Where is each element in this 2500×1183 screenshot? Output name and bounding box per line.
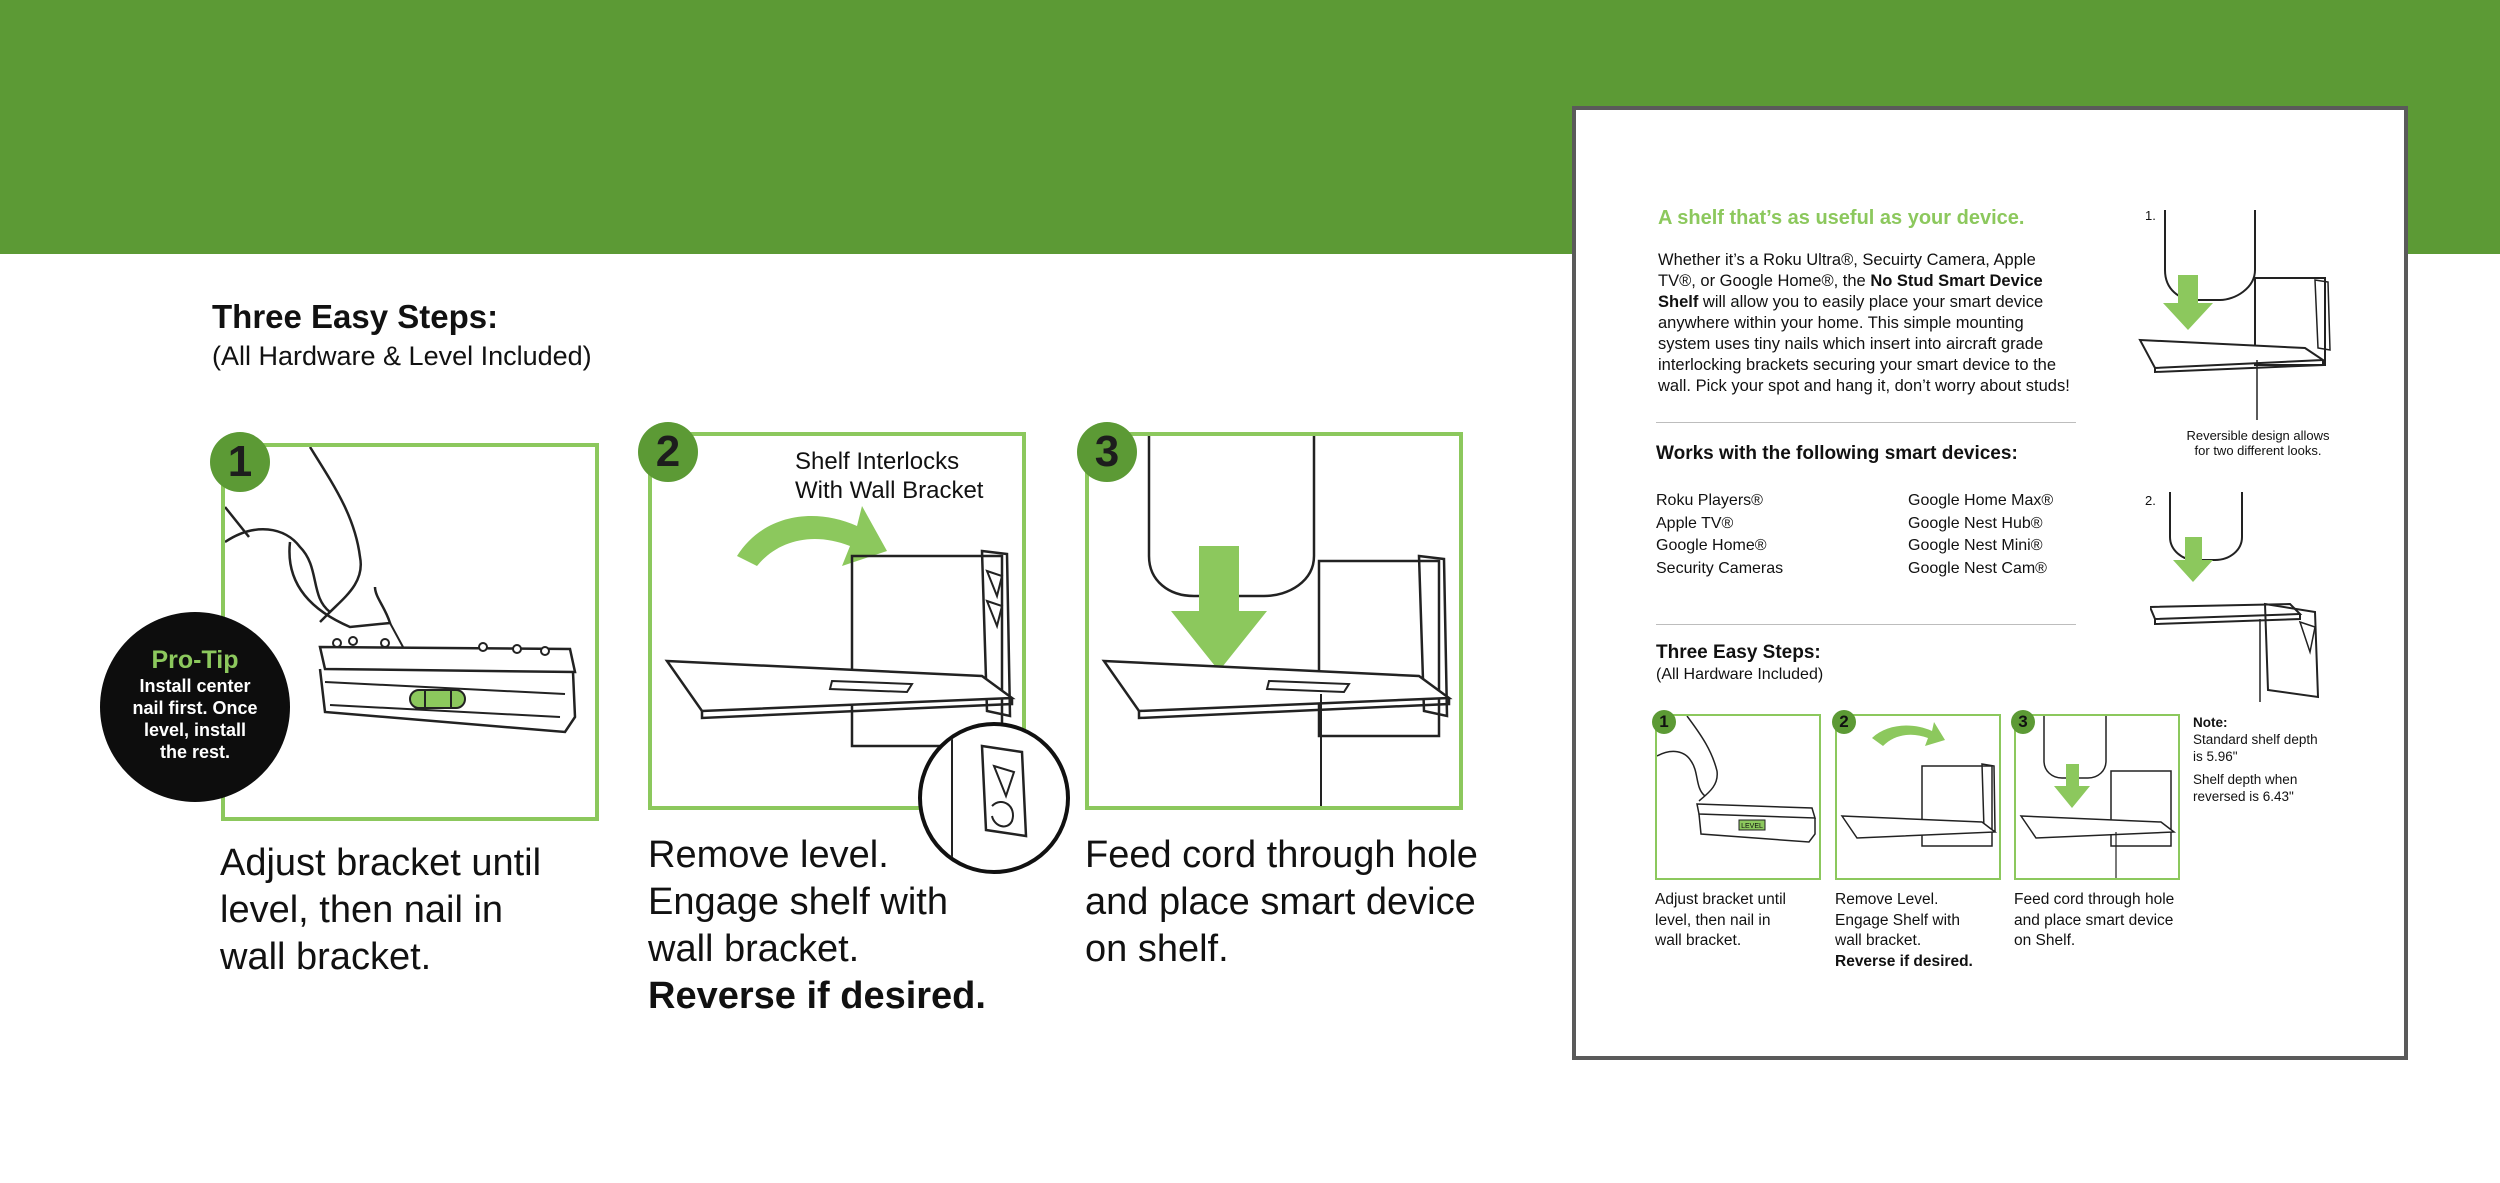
product-flyer-card	[1572, 106, 2408, 1060]
hammer-bracket-illustration	[224, 446, 577, 734]
mini-caption-line: level, then nail in	[1655, 911, 1771, 929]
flyer-steps-heading: Three Easy Steps:	[1656, 642, 1821, 663]
mini-caption-line: Feed cord through hole	[2014, 891, 2175, 908]
mini-level-mark: LEVEL	[1741, 823, 1763, 830]
mini-step-1-number: 1	[1652, 710, 1676, 734]
mini-step-2-number: 2	[1832, 710, 1856, 734]
product-name-bold: Shelf	[1658, 293, 1699, 311]
pro-tip-badge: Pro-Tip Install center nail first. Once …	[100, 612, 290, 802]
page-title: Three Easy Steps:	[212, 298, 499, 335]
mini-step-1-caption: Adjust bracket until level, then nail in…	[1655, 890, 1786, 952]
mini-caption-line: wall bracket.	[1835, 932, 1922, 949]
device-item: Roku Players®	[1656, 492, 1763, 509]
mini-step-3-panel	[2014, 714, 2180, 880]
caption-line: wall bracket.	[220, 936, 432, 978]
device-item: Google Nest Mini®	[1908, 537, 2043, 554]
step-3-caption: Feed cord through hole and place smart d…	[1085, 832, 1478, 973]
device-item: Google Nest Cam®	[1908, 559, 2047, 577]
description-line: TV®, or Google Home®, the No Stud Smart …	[1658, 271, 2128, 292]
mini-step-3-number: 3	[2011, 710, 2035, 734]
step-2-caption: Remove level. Engage shelf with wall bra…	[648, 832, 986, 1020]
description-text: will allow you to easily place your smar…	[1698, 293, 2044, 311]
reversible-figure-1	[2138, 210, 2331, 420]
note-line: Shelf depth when	[2193, 772, 2298, 787]
reversible-figure-2	[2150, 492, 2320, 702]
note-line: Standard shelf depth	[2193, 732, 2318, 747]
divider	[1656, 422, 2076, 423]
description-line: Shelf will allow you to easily place you…	[1658, 292, 2128, 313]
flyer-heading: A shelf that’s as useful as your device.	[1658, 207, 2025, 229]
device-item: Apple TV®	[1656, 514, 1734, 532]
pro-tip-line: Install center	[139, 676, 251, 696]
caption-line: Feed cord through hole	[1085, 834, 1478, 876]
device-placement-illustration	[1101, 436, 1453, 806]
mini-device-illustration	[2019, 716, 2177, 878]
mini-step-3-caption: Feed cord through hole and place smart d…	[2014, 890, 2174, 952]
divider	[1656, 624, 2076, 625]
bracket-detail-illustration	[951, 726, 1028, 870]
mini-caption-line: Adjust bracket until	[1655, 891, 1786, 908]
caption-line: Remove level.	[648, 834, 889, 876]
interlock-label-line: Shelf Interlocks	[795, 448, 960, 475]
mini-caption-line: Engage Shelf with	[1835, 911, 1960, 929]
step-2-number-badge: 2	[638, 422, 698, 482]
step-3-number-badge: 3	[1077, 422, 1137, 482]
interlock-label-line: With Wall Bracket	[795, 477, 984, 504]
step-1-panel	[221, 443, 599, 821]
device-item: Google Home®	[1656, 537, 1767, 554]
mini-hammer-illustration: LEVEL	[1656, 715, 1817, 843]
reversible-note-line: for two different looks.	[2194, 443, 2322, 458]
mini-caption-line: Remove Level.	[1835, 891, 1939, 908]
mini-interlock-illustration	[1840, 722, 1998, 847]
device-item: Security Cameras	[1656, 559, 1784, 577]
works-with-heading: Works with the following smart devices:	[1656, 443, 2018, 464]
caption-line: on shelf.	[1085, 928, 1229, 970]
step-1-caption: Adjust bracket until level, then nail in…	[220, 840, 541, 981]
note-title: Note:	[2193, 715, 2228, 730]
description-line: system uses tiny nails which insert into…	[1658, 335, 2044, 353]
figure-1-label: 1.	[2145, 208, 2156, 223]
caption-line: level, then nail in	[220, 889, 504, 931]
figure-2-label: 2.	[2145, 493, 2156, 508]
description-line: anywhere within your home. This simple m…	[1658, 314, 2024, 332]
interlock-label: Shelf Interlocks With Wall Bracket	[795, 447, 983, 505]
mini-caption-line: wall bracket.	[1655, 932, 1742, 949]
devices-list-left: Roku Players® Apple TV® Google Home® Sec…	[1656, 490, 1783, 580]
note-line: reversed is 6.43"	[2193, 789, 2294, 804]
page-subtitle: (All Hardware & Level Included)	[212, 341, 592, 371]
devices-list-right: Google Home Max® Google Nest Hub® Google…	[1908, 490, 2053, 580]
description-line: Whether it’s a Roku Ultra®, Secuirty Cam…	[1658, 251, 2036, 269]
caption-line: Engage shelf with	[648, 881, 948, 923]
note-line: is 5.96"	[2193, 749, 2238, 764]
reversible-note: Reversible design allows for two differe…	[2178, 428, 2338, 458]
caption-line: wall bracket.	[648, 928, 860, 970]
mini-step-2-panel	[1835, 714, 2001, 880]
pro-tip-title: Pro-Tip	[151, 646, 239, 674]
shelf-interlock-illustration	[664, 506, 1016, 748]
device-item: Google Nest Hub®	[1908, 514, 2043, 532]
mini-caption-line: and place smart device	[2014, 911, 2174, 929]
device-item: Google Home Max®	[1908, 492, 2054, 509]
pro-tip-line: the rest.	[159, 742, 231, 762]
description-text: TV®, or Google Home®, the	[1658, 272, 1871, 290]
mini-step-1-panel: LEVEL	[1655, 714, 1821, 880]
pro-tip-line: nail first. Once	[132, 698, 258, 718]
depth-note: Note: Standard shelf depth is 5.96" Shel…	[2193, 714, 2318, 805]
product-name-bold: No Stud Smart Device	[1870, 272, 2043, 290]
bracket-detail-zoom	[918, 722, 1070, 874]
mini-caption-bold: Reverse if desired.	[1835, 952, 1973, 970]
flyer-description: Whether it’s a Roku Ultra®, Secuirty Cam…	[1658, 250, 2128, 397]
caption-line: and place smart device	[1085, 881, 1476, 923]
step-3-panel	[1085, 432, 1463, 810]
reversible-note-line: Reversible design allows	[2186, 428, 2330, 443]
mini-caption-line: on Shelf.	[2014, 932, 2076, 949]
flyer-steps-subheading: (All Hardware Included)	[1656, 666, 1824, 683]
step-1-number-badge: 1	[210, 432, 270, 492]
caption-bold-line: Reverse if desired.	[648, 975, 986, 1017]
caption-line: Adjust bracket until	[220, 842, 542, 884]
description-line: wall. Pick your spot and hang it, don’t …	[1658, 377, 2070, 395]
pro-tip-line: level, install	[143, 720, 247, 740]
description-line: interlocking brackets securing your smar…	[1658, 356, 2057, 374]
mini-step-2-caption: Remove Level. Engage Shelf with wall bra…	[1835, 890, 1973, 972]
